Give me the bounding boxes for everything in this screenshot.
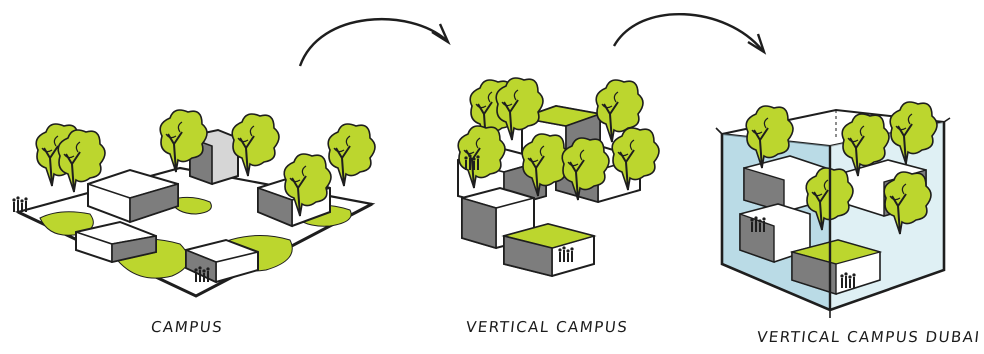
caption-campus: CAMPUS xyxy=(150,318,225,336)
caption-vertical-campus-dubai: VERTICAL CAMPUS DUBAI xyxy=(756,328,982,346)
tree-icon xyxy=(327,123,376,187)
caption-vertical-campus: VERTICAL CAMPUS xyxy=(465,318,630,336)
people-icon xyxy=(11,195,29,213)
arrow-icon xyxy=(612,13,763,51)
arrowhead-icon xyxy=(747,33,767,55)
campus-sketch xyxy=(11,109,376,298)
vertical-campus-dubai-sketch xyxy=(715,101,951,318)
vertical-campus-sketch xyxy=(457,77,660,278)
arrow-icon xyxy=(298,18,447,67)
arrowhead-icon xyxy=(431,23,451,46)
tree-icon xyxy=(231,113,280,177)
